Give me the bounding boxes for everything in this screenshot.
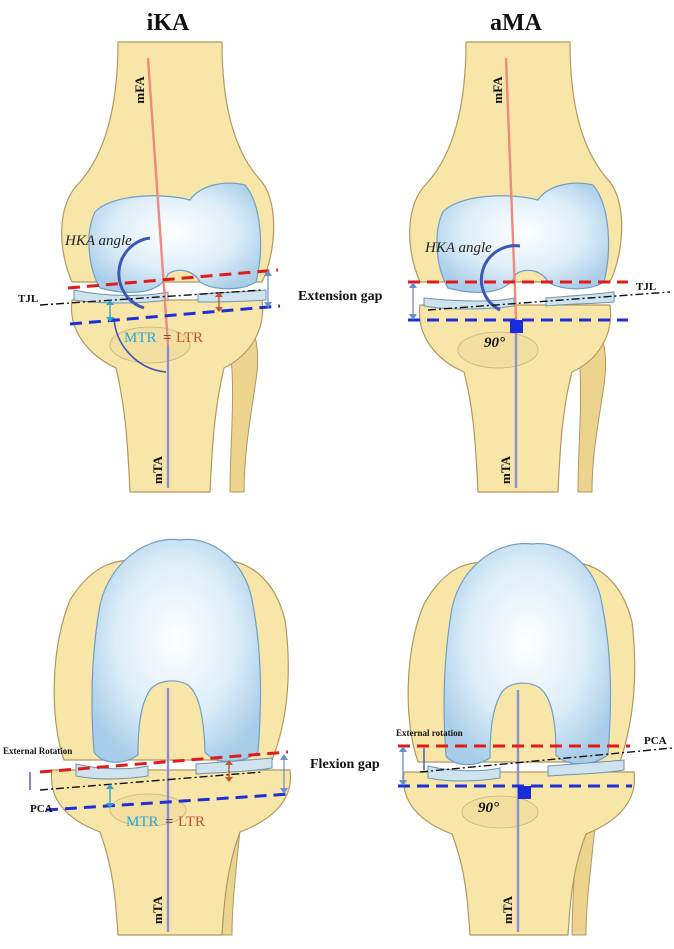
femoral-cut-line	[67, 268, 279, 290]
right-angle-square	[510, 320, 523, 333]
svg-text:mTA: mTA	[150, 895, 165, 924]
tjl-label: TJL	[18, 293, 38, 305]
panel-ama-flexion: mTA PCA External rotation 90° Flexion ga…	[310, 542, 673, 936]
svg-text:=: =	[165, 814, 173, 830]
extension-gap-label: Extension gap	[298, 289, 383, 304]
mta-label: mTA	[150, 455, 165, 484]
meniscus	[73, 289, 169, 304]
panel-ika-flexion: mTA PCA External Rotation MTR = LTR	[3, 538, 292, 936]
svg-text:mFA: mFA	[490, 76, 505, 104]
svg-text:mTA: mTA	[500, 895, 515, 924]
flexion-gap-label: Flexion gap	[310, 757, 380, 772]
panel-ama-extension: mFA mTA HKA angle TJL 90° Extension gap	[298, 41, 671, 493]
title-ama: aMA	[490, 10, 543, 36]
svg-text:HKA angle: HKA angle	[424, 240, 492, 256]
ninety-degree-label: 90°	[484, 335, 505, 351]
panel-ika-extension: mFA mTA HKA angle TJL MTR = LTR	[18, 41, 281, 493]
hka-angle-label: HKA angle	[64, 233, 132, 249]
hka-arc	[117, 236, 151, 310]
tjl-line	[39, 289, 263, 306]
svg-text:TJL: TJL	[636, 281, 656, 293]
pca-label: PCA	[30, 803, 53, 815]
tibial-cut-line	[69, 304, 281, 326]
femoral-condyles-cartilage	[91, 538, 262, 763]
ltr-label: LTR	[176, 330, 203, 346]
title-ika: iKA	[147, 10, 190, 36]
svg-text:90°: 90°	[478, 800, 499, 816]
svg-text:External rotation: External rotation	[396, 728, 463, 738]
femoral-cartilage	[88, 182, 262, 293]
equals-label: =	[163, 330, 171, 346]
external-rotation-label: External Rotation	[3, 746, 72, 756]
svg-text:LTR: LTR	[178, 814, 205, 830]
svg-text:MTR: MTR	[126, 814, 159, 830]
svg-text:mTA: mTA	[498, 455, 513, 484]
svg-text:PCA: PCA	[644, 735, 667, 747]
mtr-label: MTR	[124, 330, 157, 346]
mfa-label: mFA	[132, 76, 147, 104]
